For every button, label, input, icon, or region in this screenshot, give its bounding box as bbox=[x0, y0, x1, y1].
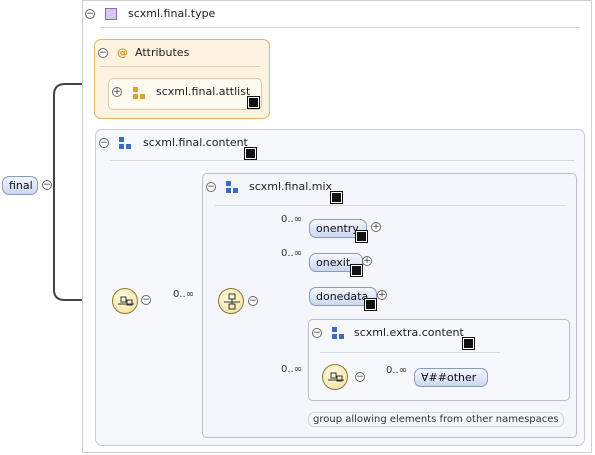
expand-onexit-toggle[interactable]: + bbox=[362, 256, 372, 266]
attributes-label: Attributes bbox=[135, 46, 190, 59]
complex-type-icon bbox=[105, 8, 117, 20]
collapse-extra-sequence-toggle[interactable]: − bbox=[355, 372, 365, 382]
attributes-header-rule bbox=[100, 66, 260, 67]
extra-outer-occurrence: 0..∞ bbox=[281, 364, 303, 375]
sequence-icon-extra bbox=[328, 372, 344, 382]
expand-onentry-toggle[interactable]: + bbox=[371, 222, 381, 232]
mix-label: scxml.final.mix bbox=[249, 180, 333, 193]
any-other-wildcard[interactable]: ∀##other bbox=[414, 368, 488, 387]
sequence-icon bbox=[118, 296, 134, 306]
collapse-mix-choice-toggle[interactable]: − bbox=[248, 296, 258, 306]
onentry-label: onentry bbox=[316, 222, 359, 235]
mix-choice-compositor[interactable] bbox=[218, 288, 244, 314]
extra-inner-occurrence: 0..∞ bbox=[386, 365, 408, 376]
collapse-content-toggle[interactable]: − bbox=[99, 138, 109, 148]
extra-sequence-compositor[interactable] bbox=[322, 364, 348, 390]
type-group-label: scxml.final.type bbox=[128, 7, 216, 20]
content-header-rule bbox=[110, 160, 575, 161]
onexit-reference-icon[interactable] bbox=[350, 264, 363, 277]
expand-attlist-toggle[interactable]: + bbox=[112, 87, 122, 97]
element-donedata[interactable]: donedata bbox=[309, 287, 377, 306]
donedata-label: donedata bbox=[316, 290, 369, 303]
collapse-mix-toggle[interactable]: − bbox=[206, 182, 216, 192]
expand-donedata-toggle[interactable]: + bbox=[377, 290, 387, 300]
collapse-type-toggle[interactable]: − bbox=[85, 9, 95, 19]
element-onentry[interactable]: onentry bbox=[309, 219, 367, 238]
element-final-label: final bbox=[9, 179, 33, 192]
collapse-content-sequence-toggle[interactable]: − bbox=[141, 295, 151, 305]
onexit-label: onexit bbox=[316, 256, 351, 269]
extra-group-icon bbox=[332, 327, 344, 339]
mix-group-icon bbox=[226, 181, 238, 193]
content-link-line bbox=[53, 185, 112, 301]
attlist-label: scxml.final.attlist bbox=[156, 85, 251, 98]
extra-content-label: scxml.extra.content bbox=[354, 326, 464, 339]
choice-icon bbox=[224, 293, 240, 310]
content-label: scxml.final.content bbox=[143, 136, 248, 149]
attlist-reference-icon[interactable] bbox=[247, 96, 260, 109]
onexit-occurrence: 0..∞ bbox=[281, 248, 303, 259]
attributes-link-line bbox=[53, 83, 108, 185]
content-occurrence: 0..∞ bbox=[173, 289, 195, 300]
onentry-occurrence: 0..∞ bbox=[281, 214, 303, 225]
onentry-reference-icon[interactable] bbox=[355, 230, 368, 243]
extra-content-frame bbox=[308, 319, 570, 401]
mix-reference-icon[interactable] bbox=[330, 191, 343, 204]
attributes-at-icon: @ bbox=[117, 46, 128, 59]
type-header-rule bbox=[100, 27, 580, 28]
extra-header-rule bbox=[320, 352, 500, 353]
attlist-frame bbox=[108, 78, 262, 110]
content-reference-icon[interactable] bbox=[244, 147, 257, 160]
collapse-attributes-toggle[interactable]: − bbox=[98, 48, 108, 58]
group-ref-icon bbox=[133, 87, 145, 99]
mix-header-rule bbox=[215, 205, 565, 206]
content-group-icon bbox=[119, 137, 131, 149]
annotation-note: group allowing elements from other names… bbox=[308, 412, 564, 427]
any-other-label: ∀##other bbox=[421, 371, 477, 384]
element-final[interactable]: final bbox=[2, 176, 38, 195]
donedata-reference-icon[interactable] bbox=[364, 298, 377, 311]
content-sequence-compositor[interactable] bbox=[112, 288, 138, 314]
collapse-extra-toggle[interactable]: − bbox=[312, 328, 322, 338]
collapse-final-toggle[interactable]: − bbox=[42, 180, 52, 190]
extra-reference-icon[interactable] bbox=[462, 337, 475, 350]
